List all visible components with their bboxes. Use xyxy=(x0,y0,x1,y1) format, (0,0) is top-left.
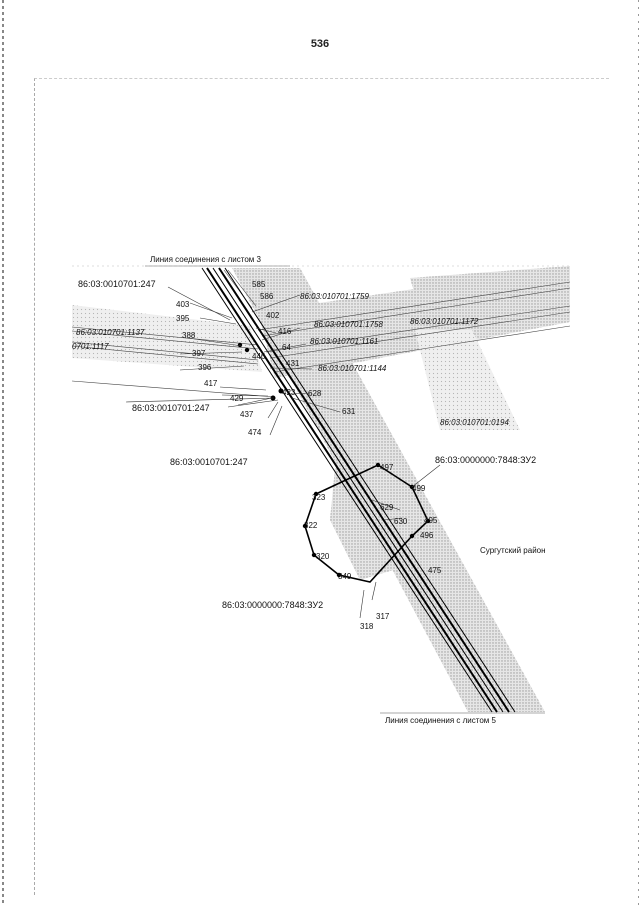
label-point-431: 431 xyxy=(286,359,300,368)
label-point-495: 495 xyxy=(424,516,438,525)
label-point-388: 388 xyxy=(182,331,196,340)
label-parcel-0194: 86:03:010701:0194 xyxy=(440,418,510,427)
label-point-499: 499 xyxy=(412,484,426,493)
label-parcel-1758: 86:03:010701:1758 xyxy=(314,320,384,329)
label-point-496: 496 xyxy=(420,531,434,540)
label-point-630: 630 xyxy=(394,517,408,526)
label-match-line-bottom: Линия соединения с листом 5 xyxy=(385,716,497,725)
label-point-586: 586 xyxy=(260,292,274,301)
label-parcel-zu2-b: 86:03:0000000:7848:ЗУ2 xyxy=(222,600,323,610)
label-point-631: 631 xyxy=(342,407,356,416)
label-district: Сургутский район xyxy=(480,546,546,555)
label-point-437: 437 xyxy=(240,410,254,419)
utility-lines xyxy=(71,269,571,398)
label-parcel-247-a: 86:03:0010701:247 xyxy=(78,279,156,289)
label-point-497: 497 xyxy=(380,463,394,472)
label-point-402: 402 xyxy=(266,311,280,320)
highway xyxy=(201,267,516,713)
leader-lines xyxy=(125,286,441,619)
label-point-475: 475 xyxy=(428,566,442,575)
label-parcel-1137: 86:03:010701:1137 xyxy=(76,328,145,337)
page-number: 536 xyxy=(310,38,330,50)
point-labels: 585 586 403 395 402 416 388 64 397 446 3… xyxy=(176,280,442,631)
label-parcel-247-b: 86:03:0010701:247 xyxy=(132,403,210,413)
label-point-396: 396 xyxy=(198,363,212,372)
label-point-403: 403 xyxy=(176,300,190,309)
label-point-628: 628 xyxy=(308,389,322,398)
label-parcel-1759: 86:03:010701:1759 xyxy=(300,292,370,301)
parcel-zu2-boundary xyxy=(304,464,429,583)
label-point-585: 585 xyxy=(252,280,266,289)
label-parcel-zu2-a: 86:03:0000000:7848:ЗУ2 xyxy=(435,455,536,465)
label-match-line-top: Линия соединения с листом 3 xyxy=(150,255,262,264)
label-point-397: 397 xyxy=(192,349,206,358)
label-point-446: 446 xyxy=(252,352,266,361)
label-parcel-1161: 86:03:010701:1161 xyxy=(310,337,378,346)
label-point-629: 629 xyxy=(380,503,394,512)
label-parcel-1144: 86:03:010701:1144 xyxy=(318,364,387,373)
label-point-318: 318 xyxy=(360,622,374,631)
label-point-349: 349 xyxy=(338,572,352,581)
zone-west-corridor xyxy=(72,305,262,372)
shaded-zones xyxy=(72,266,570,712)
label-point-417: 417 xyxy=(204,379,218,388)
label-point-416: 416 xyxy=(278,327,292,336)
zone-se-block xyxy=(415,330,520,430)
label-point-423: 423 xyxy=(282,388,296,397)
label-parcel-1117: 0701:1117 xyxy=(72,342,109,351)
label-parcel-1172: 86:03:010701:1172 xyxy=(410,317,479,326)
label-point-323: 323 xyxy=(312,493,326,502)
label-point-317: 317 xyxy=(376,612,390,621)
label-point-320: 320 xyxy=(316,552,330,561)
label-point-395: 395 xyxy=(176,314,190,323)
drawing-frame xyxy=(34,78,609,895)
label-parcel-247-c: 86:03:0010701:247 xyxy=(170,457,248,467)
match-lines xyxy=(72,265,570,714)
label-point-64: 64 xyxy=(282,343,291,352)
label-point-322: 322 xyxy=(304,521,318,530)
scan-edge-right xyxy=(638,0,639,905)
label-point-474: 474 xyxy=(248,428,262,437)
scan-edge-left xyxy=(2,0,4,905)
label-point-429: 429 xyxy=(230,394,244,403)
